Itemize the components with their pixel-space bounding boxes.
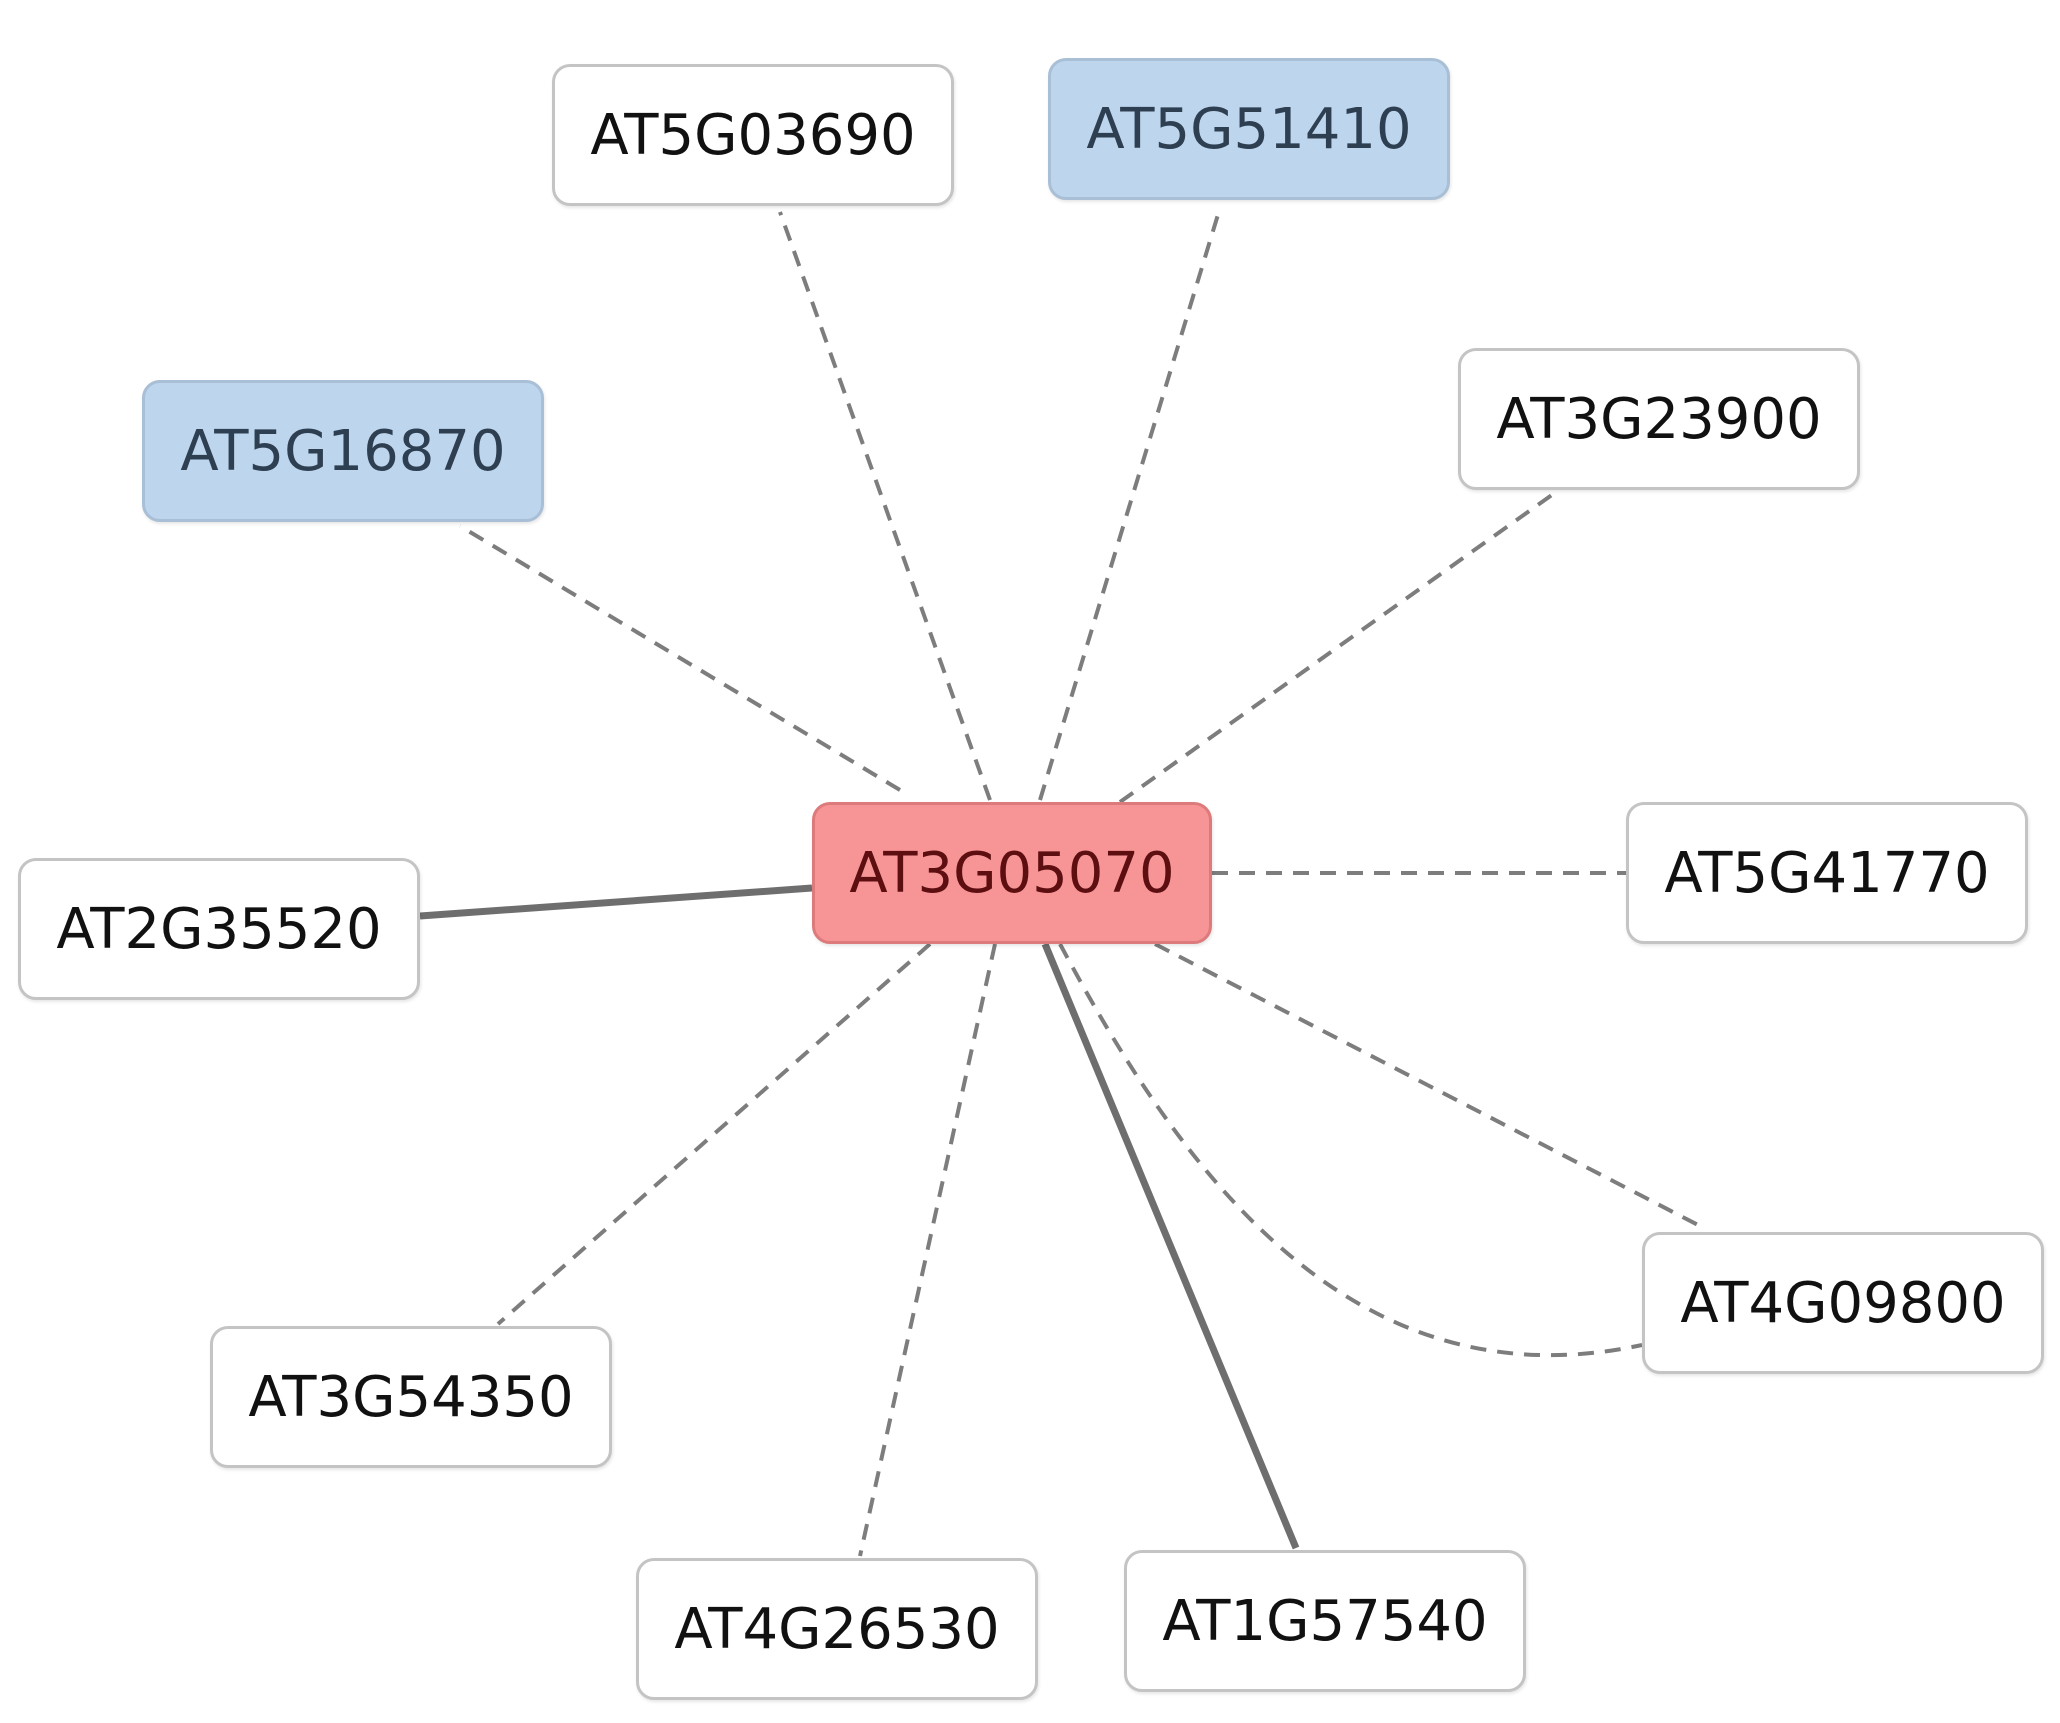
node-AT5G16870[interactable]: AT5G16870 bbox=[142, 380, 544, 522]
edge-AT3G23900 bbox=[1118, 490, 1558, 804]
node-AT5G51410[interactable]: AT5G51410 bbox=[1048, 58, 1450, 200]
edge-AT5G03690 bbox=[778, 211, 992, 801]
node-center[interactable]: AT3G05070 bbox=[812, 802, 1212, 944]
edge-AT4G09800 bbox=[1154, 942, 1701, 1228]
node-AT5G03690[interactable]: AT5G03690 bbox=[552, 64, 954, 206]
node-AT3G23900[interactable]: AT3G23900 bbox=[1458, 348, 1860, 490]
node-AT4G09800[interactable]: AT4G09800 bbox=[1642, 1232, 2044, 1374]
edge-AT4G26530 bbox=[858, 943, 997, 1557]
node-AT4G26530[interactable]: AT4G26530 bbox=[636, 1558, 1038, 1700]
node-AT2G35520[interactable]: AT2G35520 bbox=[18, 858, 420, 1000]
node-AT5G41770[interactable]: AT5G41770 bbox=[1626, 802, 2028, 944]
edge-AT1G57540 bbox=[1041, 942, 1300, 1550]
edge-AT5G51410 bbox=[1038, 207, 1222, 801]
edge-AT2G35520 bbox=[419, 884, 813, 920]
edge-AT5G16870 bbox=[458, 524, 902, 792]
node-AT1G57540[interactable]: AT1G57540 bbox=[1124, 1550, 1526, 1692]
node-AT3G54350[interactable]: AT3G54350 bbox=[210, 1326, 612, 1468]
edge-AT4G09800-curved bbox=[1058, 943, 1643, 1358]
edge-AT3G54350 bbox=[496, 942, 932, 1326]
